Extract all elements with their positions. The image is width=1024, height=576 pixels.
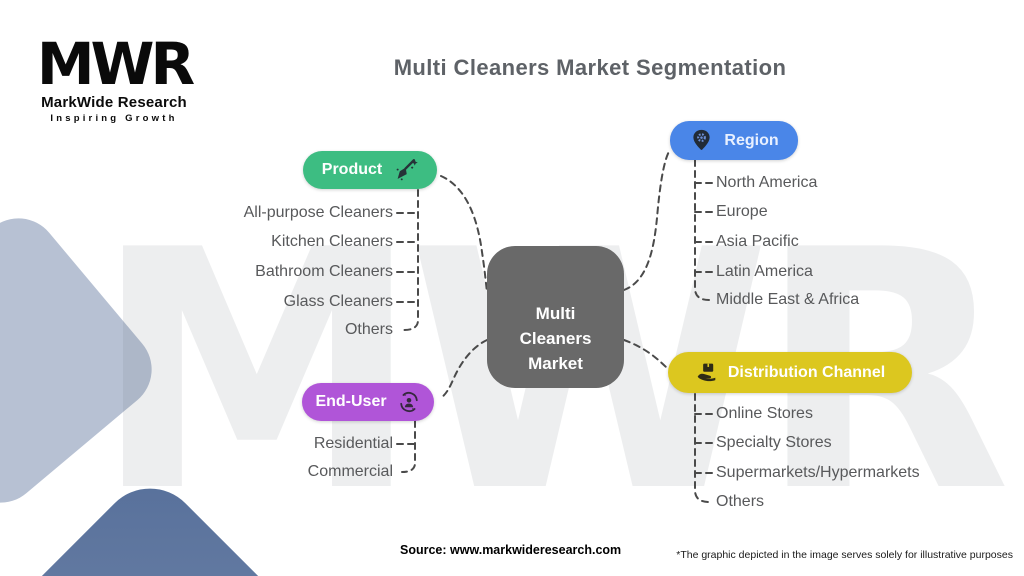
end-user-item: Residential (313, 435, 393, 452)
distribution-item: Others (716, 493, 765, 510)
logo-tagline: Inspiring Growth (50, 113, 178, 124)
region-item: North America (716, 174, 818, 191)
product-item: Kitchen Cleaners (271, 233, 393, 250)
logo-mwr-mark: MWR (36, 30, 195, 98)
product-item: Glass Cleaners (283, 293, 393, 310)
region-item: Asia Pacific (716, 233, 799, 250)
product-item: Bathroom Cleaners (255, 263, 393, 280)
central-node-line: Cleaners (519, 329, 592, 348)
distribution-item: Online Stores (716, 405, 813, 422)
broom-sparkle-icon (396, 159, 419, 181)
map-pin-gear-icon (693, 129, 711, 150)
category-product: Product (303, 151, 437, 189)
category-end-user-label: End-User (315, 393, 387, 410)
source-attribution: Source: www.markwideresearch.com (400, 543, 622, 557)
region-item: Europe (716, 203, 768, 220)
category-distribution-channel-label: Distribution Channel (727, 363, 886, 381)
product-item: All-purpose Cleaners (243, 204, 393, 221)
product-item: Others (344, 321, 393, 338)
page-title: Multi Cleaners Market Segmentation (393, 55, 787, 80)
markwide-logo: MWR MarkWide Research Inspiring Growth (34, 30, 195, 124)
hand-box-icon (697, 363, 716, 382)
category-region: Region (670, 121, 798, 160)
central-node-line: Market (528, 354, 583, 373)
category-region-label: Region (724, 131, 779, 149)
disclaimer-note: *The graphic depicted in the image serve… (676, 549, 1013, 561)
user-refresh-icon (399, 392, 418, 412)
category-end-user: End-User (302, 383, 434, 421)
logo-company-name: MarkWide Research (41, 94, 187, 111)
central-node-line: Multi (535, 304, 576, 323)
distribution-item: Supermarkets/Hypermarkets (716, 464, 920, 481)
central-market-node: Multi Cleaners Market (487, 246, 624, 388)
category-product-label: Product (321, 161, 383, 178)
category-distribution-channel: Distribution Channel (668, 352, 912, 393)
region-item: Latin America (716, 263, 813, 280)
end-user-item: Commercial (307, 463, 393, 480)
distribution-item: Specialty Stores (716, 434, 832, 451)
region-item: Middle East & Africa (716, 291, 860, 308)
